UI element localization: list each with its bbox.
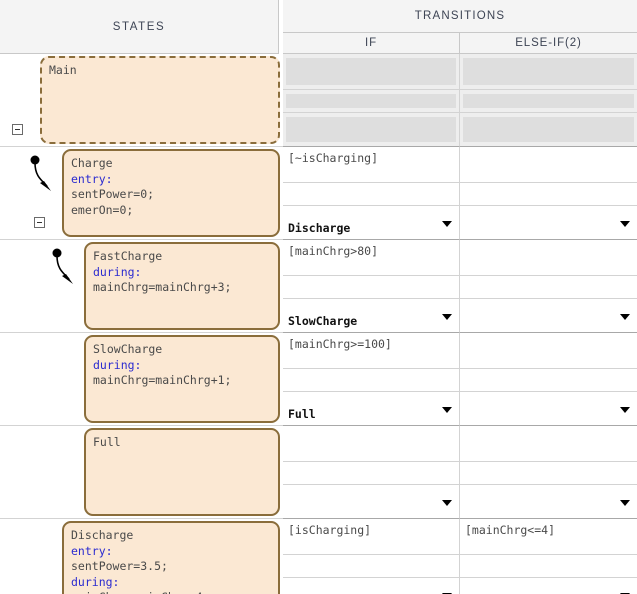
state-action-label: mainChrg=mainChrg+3; xyxy=(93,280,232,294)
transitions-column: [~isCharging] Discharge [mainChrg>80] SlowC… xyxy=(283,54,637,594)
destination-state-label: SlowCharge xyxy=(288,314,358,328)
state-action-label: emerOn=0; xyxy=(71,202,134,217)
state-action-label: mainChrg=mainChrg-4 xyxy=(71,590,271,594)
state-name-label: Main xyxy=(49,63,77,77)
transition-action-cell[interactable] xyxy=(460,462,637,485)
transition-action-cell[interactable] xyxy=(283,183,460,206)
state-box[interactable]: Main xyxy=(40,56,280,144)
transition-action-cell[interactable] xyxy=(460,90,637,113)
elseif-header-label: ELSE-IF(2) xyxy=(515,37,582,49)
chevron-down-icon[interactable] xyxy=(442,406,452,413)
transition-condition-cell[interactable]: [mainChrg>80] xyxy=(283,240,460,276)
transitions-header-label: TRANSITIONS xyxy=(414,10,506,22)
chevron-down-icon[interactable] xyxy=(442,592,452,594)
transitions-column-header[interactable]: TRANSITIONS xyxy=(283,0,637,33)
disabled-cell-fill xyxy=(286,117,456,142)
transition-destination-cell[interactable] xyxy=(460,299,637,333)
elseif-column-header[interactable]: ELSE-IF(2) xyxy=(460,33,637,54)
destination-state-label: Discharge xyxy=(288,221,351,235)
chevron-down-icon[interactable] xyxy=(620,592,630,594)
transition-condition-cell[interactable] xyxy=(460,240,637,276)
transition-destination-cell[interactable]: SlowCharge xyxy=(283,299,460,333)
if-column-header[interactable]: IF xyxy=(283,33,460,54)
transition-action-cell[interactable] xyxy=(283,369,460,392)
states-column-header[interactable]: STATES xyxy=(0,0,279,54)
states-header-label: STATES xyxy=(112,20,166,33)
disabled-cell-fill xyxy=(286,94,456,108)
state-keyword-label: during: xyxy=(71,574,120,589)
transition-action-cell[interactable] xyxy=(283,462,460,485)
state-box[interactable]: Dischargeentry:sentPower=3.5;during:main… xyxy=(62,521,280,594)
transition-condition-cell[interactable] xyxy=(460,54,637,90)
transition-action-cell[interactable] xyxy=(283,90,460,113)
state-name-label: Charge xyxy=(71,156,113,170)
transition-condition-cell[interactable]: [isCharging] xyxy=(283,519,460,555)
disabled-cell-fill xyxy=(463,58,634,85)
transition-condition-cell[interactable]: [~isCharging] xyxy=(283,147,460,183)
state-action-label: sentPower=0; xyxy=(71,187,155,201)
transition-condition-cell[interactable]: [mainChrg<=4] xyxy=(460,519,637,555)
state-keyword-label: during: xyxy=(93,264,142,279)
transition-action-cell[interactable] xyxy=(283,276,460,299)
transition-condition-cell[interactable] xyxy=(460,426,637,462)
disabled-cell-fill xyxy=(463,117,634,142)
state-row[interactable]: Main xyxy=(0,54,283,147)
state-row[interactable]: Dischargeentry:sentPower=3.5;during:main… xyxy=(0,519,283,594)
transition-condition-cell[interactable] xyxy=(283,54,460,90)
chevron-down-icon[interactable] xyxy=(442,220,452,227)
transition-destination-cell[interactable]: Full xyxy=(283,392,460,426)
transition-destination-cell[interactable] xyxy=(460,578,637,594)
chevron-down-icon[interactable] xyxy=(620,220,630,227)
state-name-label: Discharge xyxy=(71,528,134,542)
state-keyword-label: entry: xyxy=(71,543,113,558)
destination-state-label: Full xyxy=(288,407,316,421)
transition-condition-cell[interactable] xyxy=(283,426,460,462)
state-action-label: mainChrg=mainChrg+1; xyxy=(93,373,232,387)
transition-action-cell[interactable] xyxy=(460,183,637,206)
state-keyword-label: entry: xyxy=(71,171,113,186)
transition-action-cell[interactable] xyxy=(460,369,637,392)
transition-condition-cell[interactable] xyxy=(460,147,637,183)
transition-destination-cell[interactable] xyxy=(283,578,460,594)
state-name-label: SlowCharge xyxy=(93,342,163,356)
state-box[interactable]: Full xyxy=(84,428,280,516)
transition-action-cell[interactable] xyxy=(460,276,637,299)
collapse-minus-icon[interactable] xyxy=(34,217,45,228)
disabled-cell-fill xyxy=(463,94,634,108)
transition-condition-cell[interactable] xyxy=(460,333,637,369)
state-row[interactable]: Full xyxy=(0,426,283,519)
transition-destination-cell[interactable] xyxy=(460,113,637,147)
default-transition-arrow-icon xyxy=(48,246,82,292)
transition-condition-cell[interactable]: [mainChrg>=100] xyxy=(283,333,460,369)
transition-action-cell[interactable] xyxy=(283,555,460,578)
transition-destination-cell[interactable] xyxy=(283,485,460,519)
if-header-label: IF xyxy=(364,37,378,49)
state-name-label: Full xyxy=(93,435,121,449)
default-transition-arrow-icon xyxy=(26,153,60,199)
transition-destination-cell[interactable] xyxy=(460,392,637,426)
collapse-minus-icon[interactable] xyxy=(12,124,23,135)
chevron-down-icon[interactable] xyxy=(442,313,452,320)
transition-action-cell[interactable] xyxy=(460,555,637,578)
transition-destination-cell[interactable]: Discharge xyxy=(283,206,460,240)
transition-destination-cell[interactable] xyxy=(460,485,637,519)
chevron-down-icon[interactable] xyxy=(620,313,630,320)
chevron-down-icon[interactable] xyxy=(442,499,452,506)
transition-destination-cell[interactable] xyxy=(283,113,460,147)
state-action-label: sentPower=3.5; xyxy=(71,559,168,573)
disabled-cell-fill xyxy=(286,58,456,85)
state-name-label: FastCharge xyxy=(93,249,163,263)
transition-destination-cell[interactable] xyxy=(460,206,637,240)
chevron-down-icon[interactable] xyxy=(620,499,630,506)
state-keyword-label: during: xyxy=(93,357,142,372)
chevron-down-icon[interactable] xyxy=(620,406,630,413)
